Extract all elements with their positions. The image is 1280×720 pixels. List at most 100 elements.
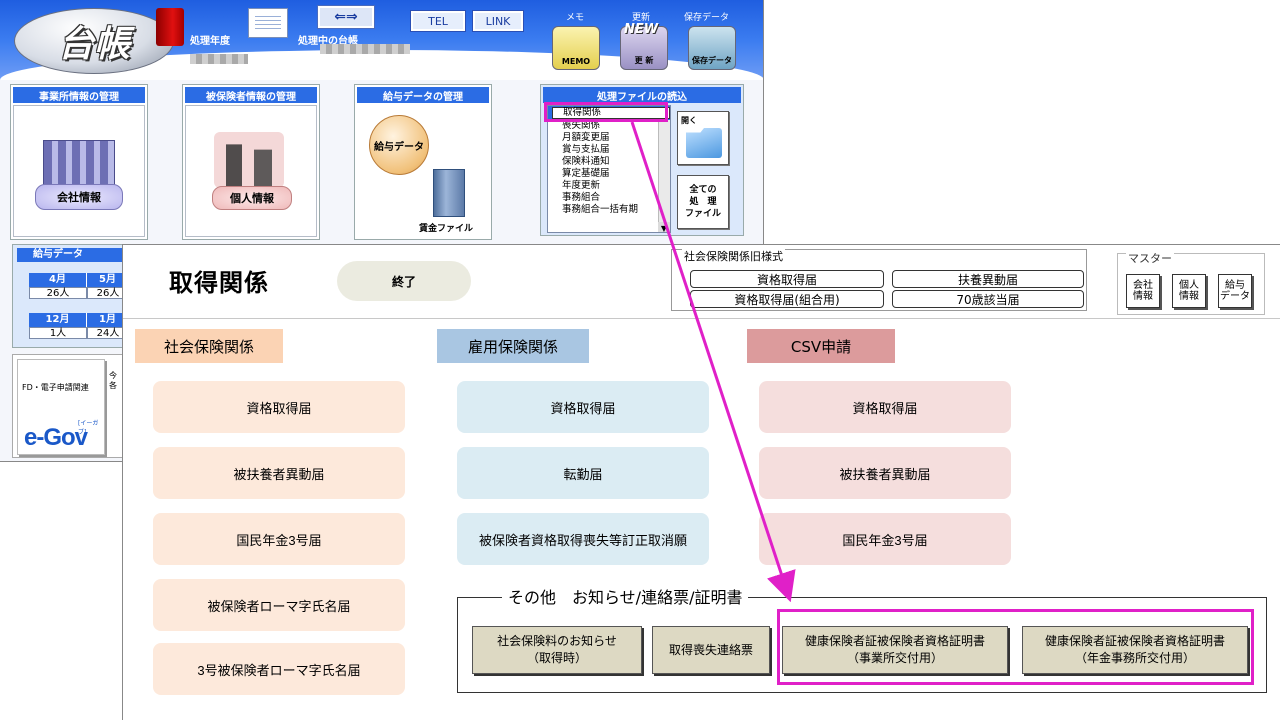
company-info-button[interactable]: 会社情報: [13, 105, 145, 237]
shakai-acquisition-button[interactable]: 資格取得届: [153, 381, 405, 433]
update-tool-label: 更新: [632, 13, 651, 23]
egov-logo-sub: [イーガブ]: [78, 420, 99, 436]
egov-side-text: 今 各: [109, 371, 117, 390]
acquisition-loss-slip-button[interactable]: 取得喪失連絡票: [652, 626, 770, 674]
process-file-option[interactable]: 年度更新: [562, 180, 601, 191]
save-data-button[interactable]: 保存データ: [688, 26, 736, 70]
shakai-pension3-button[interactable]: 国民年金3号届: [153, 513, 405, 565]
shakai-pension3-romaji-button[interactable]: 3号被保険者ローマ字氏名届: [153, 643, 405, 695]
red-book-icon: [156, 8, 184, 46]
wage-file-label: 賃金ファイル: [419, 224, 474, 234]
process-file-option[interactable]: 算定基礎届: [562, 168, 610, 179]
memo-button[interactable]: MEMO: [552, 26, 600, 70]
old-age70-button[interactable]: 70歳該当届: [892, 290, 1084, 308]
social-insurance-header: 社会保険関係: [135, 329, 283, 363]
egov-button[interactable]: FD・電子申請関連 [イーガブ] e-Gov: [17, 359, 105, 455]
switch-ledger-button[interactable]: ⇐⇒: [317, 5, 375, 29]
salary-summary-title: 給与データ: [17, 248, 127, 262]
salary-data-summary: 給与データ 4月 5月 26人 26人 12月 1月 1人 24人: [12, 244, 129, 348]
koyo-acquisition-button[interactable]: 資格取得届: [457, 381, 709, 433]
office-info-panel: 事業所情報の管理 会社情報: [10, 84, 148, 240]
certificate-buttons-highlight: [777, 609, 1254, 685]
koyo-transfer-button[interactable]: 転勤届: [457, 447, 709, 499]
egov-panel: FD・電子申請関連 [イーガブ] e-Gov 今 各: [12, 354, 124, 458]
current-ledger-label: 処理中の台帳: [298, 36, 358, 47]
employment-insurance-header: 雇用保険関係: [437, 329, 589, 363]
csv-dependent-change-button[interactable]: 被扶養者異動届: [759, 447, 1011, 499]
calendar-icon[interactable]: [248, 8, 288, 38]
close-button[interactable]: 終了: [337, 261, 471, 301]
personal-info-label: 個人情報: [212, 186, 292, 210]
process-file-dropdown[interactable]: 取得関係 喪失関係 月額変更届 賞与支払届 保険料通知 算定基礎届 年度更新 事…: [547, 105, 671, 233]
update-icon: 更 新: [634, 56, 654, 65]
window-title: 取得関係: [169, 269, 269, 297]
link-button[interactable]: LINK: [472, 10, 524, 32]
old-format-forms-group: 社会保険関係旧様式 資格取得届 扶養異動届 資格取得届(組合用) 70歳該当届: [671, 248, 1087, 311]
open-file-label: 開く: [681, 116, 697, 125]
memo-tool-label: メモ: [566, 13, 585, 23]
salary-data-panel: 給与データの管理 給与データ 賃金ファイル: [354, 84, 492, 240]
current-ledger-value-blurred: [320, 44, 410, 54]
new-badge: NEW: [624, 22, 659, 37]
company-info-label: 会社情報: [35, 184, 123, 210]
tel-button[interactable]: TEL: [410, 10, 466, 32]
process-file-option[interactable]: 事務組合一括有期: [562, 204, 639, 215]
app-logo: 台帳: [14, 8, 174, 74]
qualification-cert-office-button[interactable]: 健康保険者証被保険者資格証明書 （事業所交付用）: [782, 626, 1008, 674]
shakai-dependent-change-button[interactable]: 被扶養者異動届: [153, 447, 405, 499]
personal-info-button[interactable]: 個人情報: [185, 105, 317, 237]
process-file-option[interactable]: 喪失関係: [562, 120, 601, 131]
process-file-selected-option[interactable]: 取得関係: [552, 107, 670, 119]
old-acquisition-button[interactable]: 資格取得届: [690, 270, 884, 288]
koyo-correction-button[interactable]: 被保険者資格取得喪失等訂正取消願: [457, 513, 709, 565]
master-legend: マスター: [1126, 250, 1174, 266]
processing-year-value-blurred: [190, 54, 248, 64]
window-top-band: 取得関係 終了 社会保険関係旧様式 資格取得届 扶養異動届 資格取得届(組合用)…: [123, 245, 1280, 319]
old-acquisition-union-button[interactable]: 資格取得届(組合用): [690, 290, 884, 308]
shakai-romaji-name-button[interactable]: 被保険者ローマ字氏名届: [153, 579, 405, 631]
process-file-option[interactable]: 事務組合: [562, 192, 601, 203]
master-personal-button[interactable]: 個人 情報: [1172, 274, 1206, 308]
salary-summary-row: 12月 1月 1人 24人: [29, 313, 129, 339]
qualification-cert-pension-office-button[interactable]: 健康保険者証被保険者資格証明書 （年金事務所交付用）: [1022, 626, 1248, 674]
csv-application-header: CSV申請: [747, 329, 895, 363]
folder-icon: [686, 128, 722, 158]
save-tool-label: 保存データ: [684, 13, 730, 23]
insured-info-panel-title: 被保険者情報の管理: [185, 87, 317, 103]
process-file-read-title: 処理ファイルの読込: [543, 87, 741, 103]
process-file-scrollbar[interactable]: ▼: [658, 120, 670, 232]
csv-pension3-button[interactable]: 国民年金3号届: [759, 513, 1011, 565]
wage-file-binder-icon[interactable]: [433, 169, 465, 217]
salary-data-button[interactable]: 給与データ: [369, 115, 429, 175]
people-icon: 個人情報: [208, 128, 294, 214]
save-data-icon: 保存データ: [692, 56, 732, 65]
csv-acquisition-button[interactable]: 資格取得届: [759, 381, 1011, 433]
scroll-down-icon[interactable]: ▼: [658, 222, 670, 232]
all-process-files-button[interactable]: 全ての 処 理 ファイル: [677, 175, 729, 229]
month-header: 4月: [29, 273, 87, 287]
other-notices-legend: その他 お知らせ/連絡票/証明書: [502, 584, 749, 608]
memo-icon: MEMO: [561, 57, 591, 66]
salary-summary-row: 4月 5月 26人 26人: [29, 273, 129, 299]
master-company-button[interactable]: 会社 情報: [1126, 274, 1160, 308]
egov-logo: e-Gov: [24, 424, 88, 451]
master-salary-button[interactable]: 給与 データ: [1218, 274, 1252, 308]
building-icon: 会社情報: [35, 132, 123, 210]
update-button[interactable]: 更 新: [620, 26, 668, 70]
salary-data-panel-title: 給与データの管理: [357, 87, 489, 103]
insured-info-panel: 被保険者情報の管理 個人情報: [182, 84, 320, 240]
processing-year-label: 処理年度: [190, 36, 230, 47]
month-count: 26人: [29, 287, 87, 299]
old-dependent-change-button[interactable]: 扶養異動届: [892, 270, 1084, 288]
master-group: マスター 会社 情報 個人 情報 給与 データ: [1117, 250, 1265, 315]
process-file-option[interactable]: 月額変更届: [562, 132, 610, 143]
process-file-option[interactable]: 保険料通知: [562, 156, 610, 167]
open-file-button[interactable]: 開く: [677, 111, 729, 165]
selected-option-highlight: [544, 102, 668, 122]
premium-notice-button[interactable]: 社会保険料のお知らせ （取得時）: [472, 626, 642, 674]
process-file-option[interactable]: 賞与支払届: [562, 144, 610, 155]
other-notices-group: その他 お知らせ/連絡票/証明書 社会保険料のお知らせ （取得時） 取得喪失連絡…: [457, 584, 1267, 693]
month-header: 12月: [29, 313, 87, 327]
old-format-forms-legend: 社会保険関係旧様式: [682, 248, 785, 264]
app-logo-text: 台帳: [57, 23, 130, 65]
